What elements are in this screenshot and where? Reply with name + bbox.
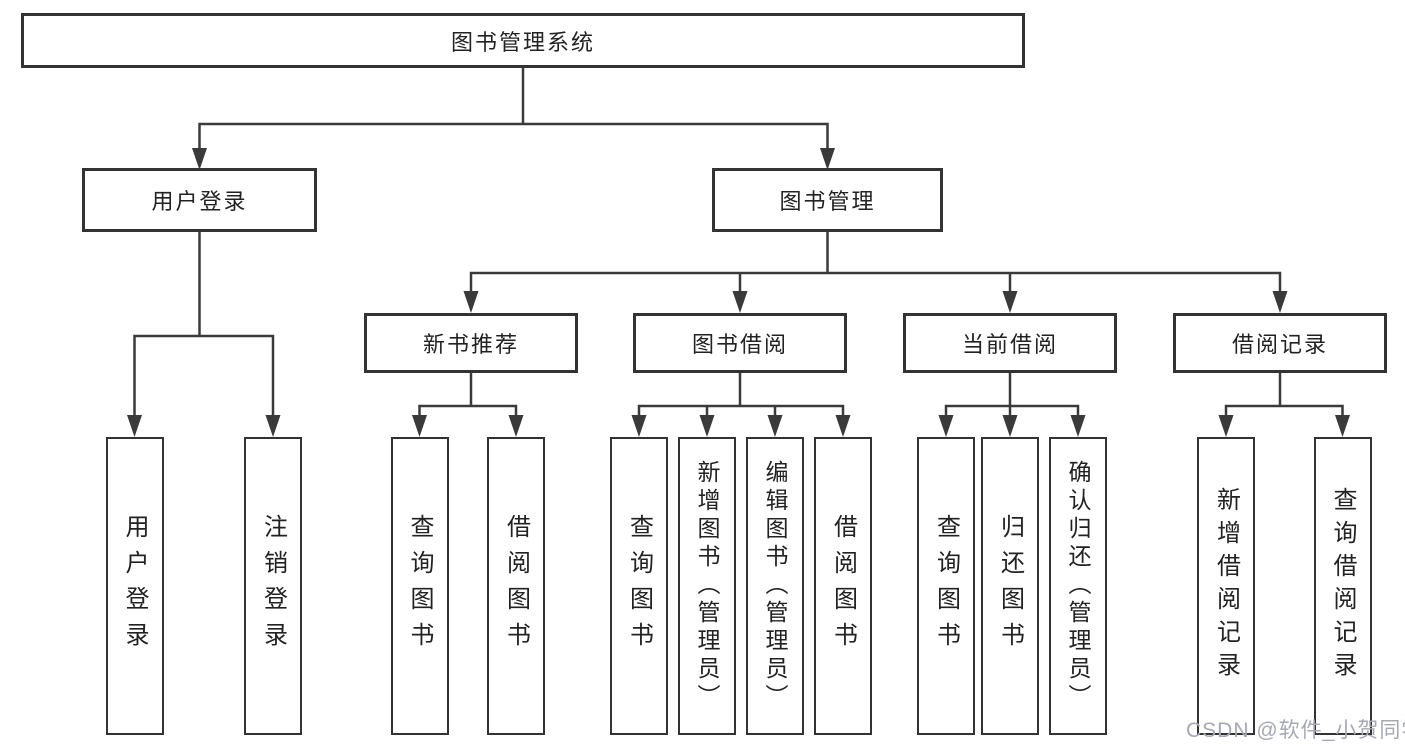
arrowhead <box>508 415 524 437</box>
node-borrow-records: 借阅记录 <box>1173 313 1387 373</box>
node-leaf-add-books-admin: 新增图书（管理员） <box>678 437 736 735</box>
connector-book-management-to-level3 <box>463 230 1288 313</box>
node-leaf-query-books-borrow: 查询图书 <box>610 437 668 735</box>
arrowhead <box>820 148 835 170</box>
node-leaf-query-books-recommend: 查询图书 <box>390 437 449 735</box>
connector-new-book-to-leaves <box>412 371 524 437</box>
node-leaf-query-books-current: 查询图书 <box>917 437 975 735</box>
arrowhead <box>1218 415 1234 437</box>
connector-line <box>469 230 1282 296</box>
arrowhead <box>631 415 647 437</box>
node-leaf-borrow-books: 借阅图书 <box>814 437 872 735</box>
node-leaf-return-books: 归还图书 <box>981 437 1039 735</box>
node-book-borrow: 图书借阅 <box>633 313 847 373</box>
csdn-watermark: CSDN @软件_小贺同学 <box>1186 719 1405 742</box>
connector-line <box>637 371 845 420</box>
connector-line <box>1224 371 1344 420</box>
node-book-management: 图书管理 <box>712 168 943 232</box>
arrowhead <box>192 148 207 170</box>
arrowhead <box>938 415 954 437</box>
node-new-book-recommend: 新书推荐 <box>364 313 578 373</box>
arrowhead <box>412 415 427 437</box>
arrowhead <box>265 415 281 437</box>
arrowhead <box>732 291 748 313</box>
node-current-borrow: 当前借阅 <box>903 313 1117 373</box>
arrowhead <box>1272 291 1288 313</box>
connector-borrow-records-to-leaves <box>1218 371 1350 437</box>
node-leaf-logout: 注销登录 <box>244 437 302 735</box>
node-leaf-user-login: 用户登录 <box>105 437 164 735</box>
node-leaf-confirm-return-admin: 确认归还（管理员） <box>1049 437 1107 735</box>
connector-user-login-to-leaves <box>127 230 281 437</box>
arrowhead <box>1070 415 1086 437</box>
arrowhead <box>1002 291 1018 313</box>
node-leaf-borrow-books-recommend: 借阅图书 <box>487 437 545 735</box>
connector-current-borrow-to-leaves <box>938 371 1086 437</box>
node-user-login: 用户登录 <box>82 168 317 232</box>
arrowhead <box>699 415 715 437</box>
connector-root-to-level2 <box>192 66 835 170</box>
arrowhead <box>1335 415 1350 437</box>
node-root-system: 图书管理系统 <box>21 13 1025 68</box>
node-leaf-add-borrow-record: 新增借阅记录 <box>1197 437 1255 735</box>
arrowhead <box>1002 415 1018 437</box>
connector-line <box>944 371 1080 420</box>
arrowhead <box>767 415 783 437</box>
arrowhead <box>127 415 142 437</box>
node-leaf-query-borrow-record: 查询借阅记录 <box>1313 437 1372 735</box>
connector-book-borrow-to-leaves <box>631 371 851 437</box>
node-leaf-edit-books-admin: 编辑图书（管理员） <box>746 437 804 735</box>
connector-line <box>198 66 829 152</box>
arrowhead <box>835 415 851 437</box>
connector-line <box>133 230 275 420</box>
arrowhead <box>463 291 479 313</box>
connector-line <box>418 371 518 420</box>
